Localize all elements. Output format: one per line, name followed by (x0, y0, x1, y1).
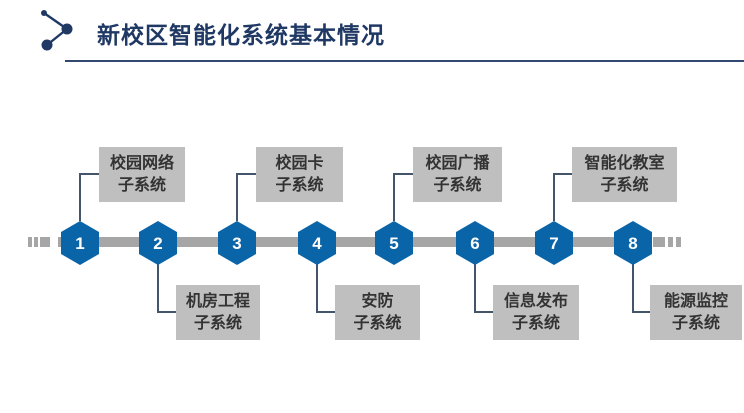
connector-line (393, 173, 413, 175)
timeline-dash (653, 237, 665, 247)
timeline-dash (34, 237, 38, 247)
timeline-node: 2 (139, 221, 177, 265)
subsystem-label-line1: 校园网络 (109, 154, 174, 172)
subsystem-label-line2: 子系统 (193, 314, 242, 332)
node-number: 4 (312, 233, 322, 253)
subsystem-label: 能源监控 子系统 (650, 285, 742, 340)
connector-line (474, 264, 476, 312)
title-divider (65, 60, 744, 62)
connector-line (157, 264, 159, 312)
subsystem-label-line2: 子系统 (353, 314, 402, 332)
page-title: 新校区智能化系统基本情况 (97, 22, 385, 48)
connector-line (316, 264, 318, 312)
subsystem-label-line1: 校园卡 (275, 154, 324, 172)
timeline-node: 5 (375, 221, 413, 265)
timeline-track (58, 237, 650, 247)
node-number: 7 (549, 233, 559, 253)
timeline-dash (676, 237, 681, 247)
connector-line (79, 173, 99, 175)
node-number: 6 (470, 233, 480, 253)
timeline-dash (668, 237, 673, 247)
node-number: 5 (389, 233, 399, 253)
timeline-node: 3 (218, 221, 256, 265)
connector-line (157, 311, 176, 313)
subsystem-label-line1: 安防 (361, 292, 394, 310)
molecule-dots-icon (41, 10, 73, 51)
node-number: 3 (232, 233, 242, 253)
subsystem-label: 智能化教室 子系统 (572, 147, 677, 202)
subsystem-label-line2: 子系统 (511, 314, 560, 332)
subsystem-label-line1: 机房工程 (185, 292, 250, 310)
subsystem-label-line2: 子系统 (275, 176, 324, 194)
timeline-node: 7 (535, 221, 573, 265)
connector-line (393, 173, 395, 221)
timeline-node: 4 (298, 221, 336, 265)
subsystem-label-line2: 子系统 (671, 314, 720, 332)
connector-line (236, 173, 256, 175)
subsystem-label-line1: 信息发布 (503, 292, 568, 310)
subsystem-label-line2: 子系统 (433, 176, 482, 194)
node-number: 2 (153, 233, 163, 253)
connector-line (474, 311, 493, 313)
connector-line (79, 173, 81, 221)
timeline-dash (40, 237, 50, 247)
connector-line (632, 264, 634, 312)
connector-line (236, 173, 238, 221)
subsystem-label: 机房工程 子系统 (176, 285, 260, 340)
connector-line (553, 173, 555, 221)
subsystem-label: 校园广播 子系统 (413, 147, 502, 202)
subsystem-label-line1: 能源监控 (663, 292, 728, 310)
subsystem-label: 校园卡 子系统 (256, 147, 343, 202)
subsystem-label-line2: 子系统 (600, 176, 649, 194)
timeline-node: 8 (614, 221, 652, 265)
node-number: 1 (75, 233, 85, 253)
connector-line (632, 311, 651, 313)
node-number: 8 (628, 233, 638, 253)
subsystem-label-line1: 校园广播 (425, 154, 490, 172)
subsystem-label-line2: 子系统 (117, 176, 166, 194)
timeline-node: 1 (61, 221, 99, 265)
connector-line (553, 173, 573, 175)
subsystem-label: 校园网络 子系统 (99, 147, 185, 202)
subsystem-label: 安防 子系统 (335, 285, 420, 340)
subsystem-label: 信息发布 子系统 (493, 285, 579, 340)
subsystem-label-line1: 智能化教室 (584, 154, 665, 172)
timeline-node: 6 (456, 221, 494, 265)
connector-line (316, 311, 335, 313)
timeline-dash (28, 237, 32, 247)
